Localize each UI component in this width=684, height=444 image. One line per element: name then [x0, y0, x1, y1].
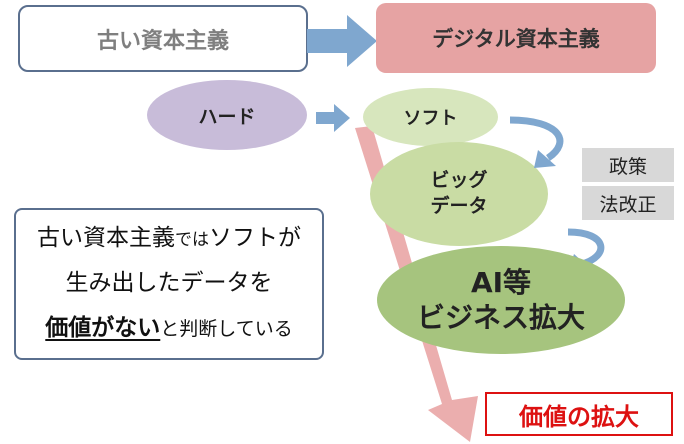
note-line-1: 古い資本主義 では ソフトが [26, 218, 312, 263]
hard-ellipse: ハード [147, 80, 307, 150]
note-emphasis: 価値がない [45, 315, 161, 341]
value-expansion-label: 価値の拡大 [519, 402, 639, 431]
soft-ellipse: ソフト [363, 88, 498, 146]
ai-label-line2: ビジネス拡大 [416, 301, 585, 334]
note-text: ソフトが [209, 225, 301, 251]
legal-reform-label-box: 法改正 [582, 186, 674, 220]
right-arrow-icon [307, 15, 377, 67]
note-text: 古い資本主義 [37, 225, 175, 251]
explanation-note: 古い資本主義 では ソフトが 生み出したデータを 価値がない と判断している [14, 208, 324, 360]
ai-label-line1: AI等 [470, 266, 532, 299]
old-capitalism-label: 古い資本主義 [96, 28, 229, 54]
note-text: では [175, 230, 209, 250]
hard-label: ハード [198, 105, 256, 128]
note-line-3: 価値がない と判断している [26, 308, 312, 353]
soft-label: ソフト [403, 108, 458, 129]
digital-capitalism-box: デジタル資本主義 [376, 3, 656, 73]
note-line-2: 生み出したデータを [26, 263, 312, 308]
big-data-label-line1: ビッグ [430, 169, 488, 192]
ai-business-ellipse: AI等 ビジネス拡大 [377, 246, 625, 354]
legal-reform-label: 法改正 [599, 193, 657, 216]
big-data-ellipse: ビッグ データ [370, 142, 548, 246]
digital-capitalism-label: デジタル資本主義 [432, 27, 600, 51]
note-text: 生み出したデータを [65, 270, 273, 296]
policy-label-box: 政策 [582, 148, 674, 182]
big-data-label-line2: データ [430, 195, 488, 217]
value-expansion-box: 価値の拡大 [485, 392, 673, 436]
curved-arrow-icon [509, 116, 564, 168]
note-text: と判断している [160, 318, 293, 340]
old-capitalism-box: 古い資本主義 [18, 5, 308, 72]
policy-label: 政策 [608, 155, 647, 178]
small-right-arrow-icon [316, 104, 350, 132]
